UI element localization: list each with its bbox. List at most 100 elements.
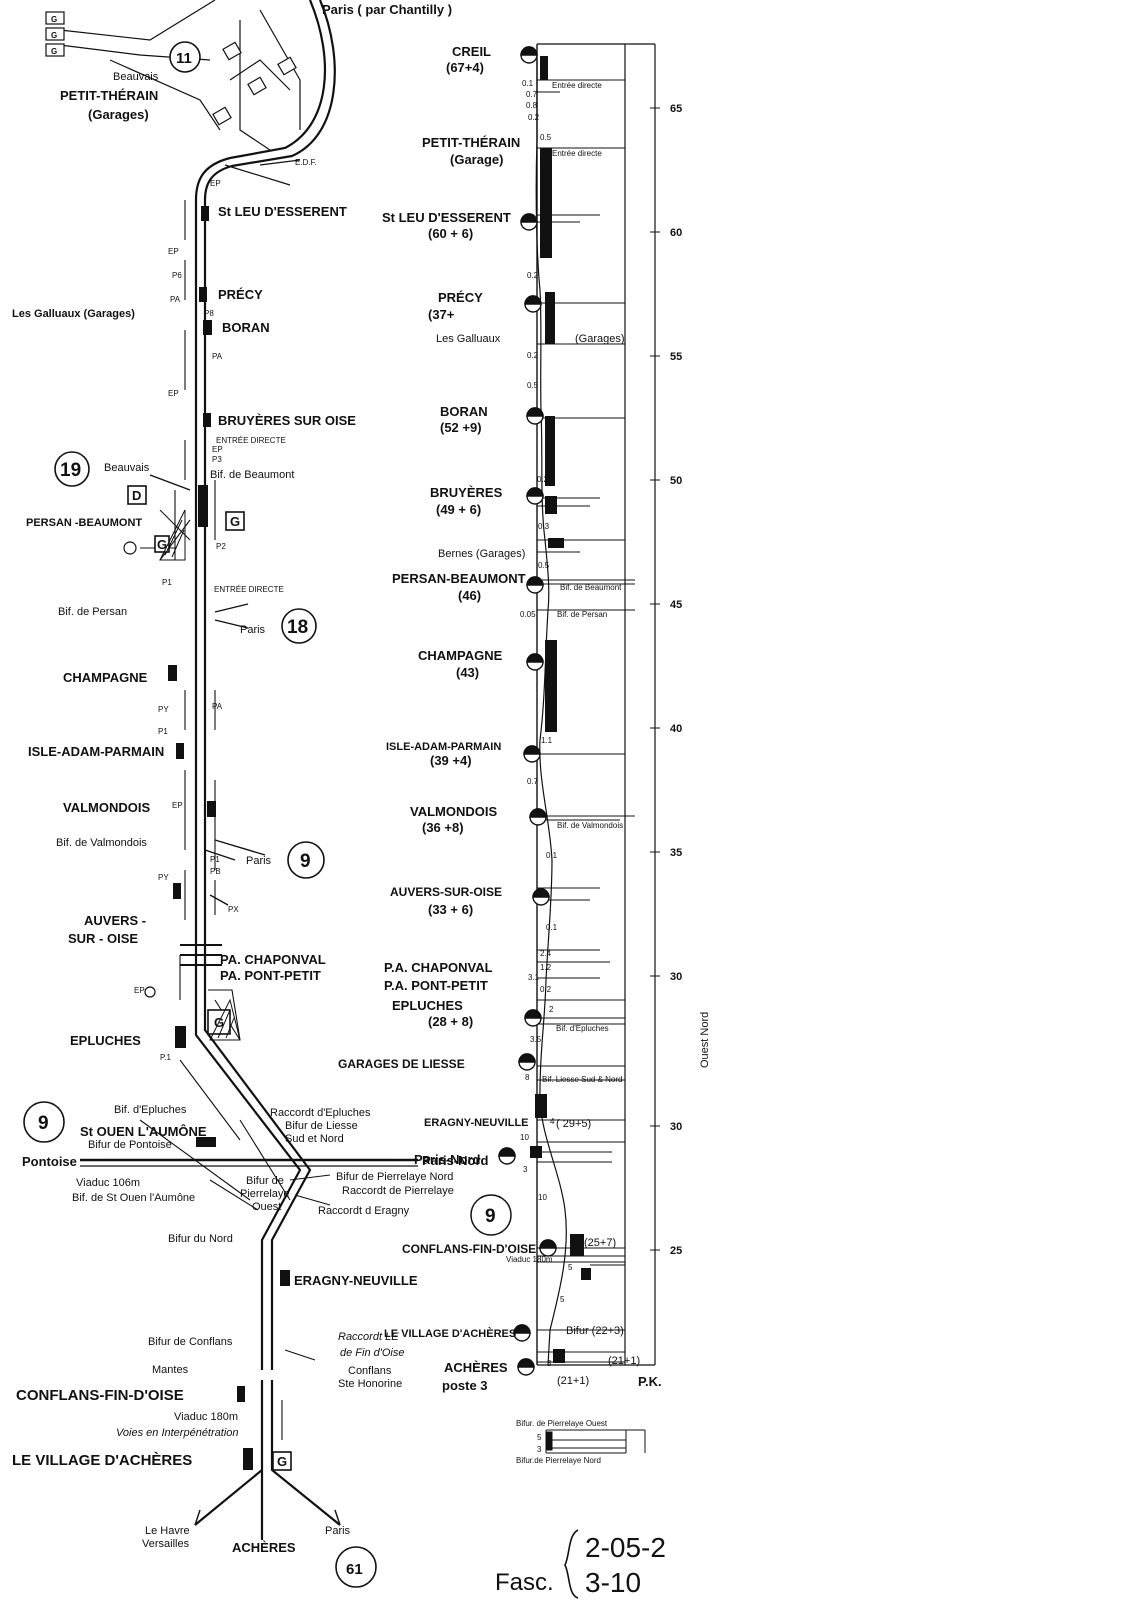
svg-text:Pierrelaye: Pierrelaye xyxy=(240,1188,290,1200)
svg-text:P6: P6 xyxy=(172,271,182,280)
circled-line-number-labels: 11 19 18 9 9 61 xyxy=(38,50,363,1578)
svg-text:3: 3 xyxy=(523,1165,528,1174)
svg-text:D: D xyxy=(132,488,141,503)
svg-text:0.5: 0.5 xyxy=(540,133,552,142)
svg-text:G: G xyxy=(277,1454,287,1469)
svg-text:(49 + 6): (49 + 6) xyxy=(436,502,481,517)
svg-text:(Garages): (Garages) xyxy=(575,333,625,345)
circle-11: 11 xyxy=(176,50,192,67)
svg-text:Versailles: Versailles xyxy=(142,1538,190,1550)
svg-text:P.K.: P.K. xyxy=(638,1374,662,1389)
hatched-areas xyxy=(159,509,241,1041)
fasc-code-bottom: 3-10 xyxy=(585,1567,641,1598)
svg-text:EP: EP xyxy=(212,445,223,454)
svg-text:Paris: Paris xyxy=(246,855,272,867)
svg-text:St LEU D'ESSERENT: St LEU D'ESSERENT xyxy=(218,204,347,219)
svg-text:Ouest: Ouest xyxy=(252,1201,281,1213)
inset-number-5: 5 xyxy=(537,1433,542,1442)
svg-text:EP: EP xyxy=(172,801,183,810)
svg-text:CONFLANS-FIN-D'OISE: CONFLANS-FIN-D'OISE xyxy=(402,1242,536,1256)
svg-text:Voies en Interpénétration: Voies en Interpénétration xyxy=(116,1427,239,1439)
svg-text:PETIT-THÉRAIN: PETIT-THÉRAIN xyxy=(422,135,520,150)
svg-text:Viaduc 106m: Viaduc 106m xyxy=(76,1177,140,1189)
svg-text:2.4: 2.4 xyxy=(540,949,552,958)
svg-text:0.3: 0.3 xyxy=(538,522,550,531)
svg-text:AUVERS-SUR-OISE: AUVERS-SUR-OISE xyxy=(390,885,502,899)
svg-text:Bif. de Valmondois: Bif. de Valmondois xyxy=(557,821,623,830)
profile-circle-9-label: 9 xyxy=(485,1206,496,1227)
svg-text:Bif. de Beaumont: Bif. de Beaumont xyxy=(560,583,622,592)
signal-codes: EP EP P6 PA P8 PA EP EP P3 P2 P1 PY PA P… xyxy=(134,179,239,1062)
svg-text:0.1: 0.1 xyxy=(546,923,558,932)
fasc-label: Fasc. xyxy=(495,1569,554,1596)
svg-text:Paris-Nord: Paris-Nord xyxy=(422,1153,489,1168)
svg-text:St OUEN L'AUMÔNE: St OUEN L'AUMÔNE xyxy=(80,1124,207,1139)
svg-text:1.2: 1.2 xyxy=(540,963,552,972)
svg-text:2: 2 xyxy=(549,1005,554,1014)
svg-text:PA: PA xyxy=(212,702,223,711)
profile-extra-labels: Entrée directe Entrée directe Les Gallua… xyxy=(436,81,711,1389)
svg-text:Bifur de Liesse: Bifur de Liesse xyxy=(285,1120,358,1132)
svg-text:25: 25 xyxy=(670,1245,682,1257)
creil-garages xyxy=(45,11,297,126)
svg-text:CREIL: CREIL xyxy=(452,44,491,59)
pk-scale-labels: 65 60 55 50 45 40 35 30 30 25 xyxy=(670,103,682,1257)
svg-text:Viaduc 180m: Viaduc 180m xyxy=(174,1411,238,1423)
svg-text:PERSAN-BEAUMONT: PERSAN-BEAUMONT xyxy=(392,571,526,586)
svg-text:VALMONDOIS: VALMONDOIS xyxy=(410,804,497,819)
svg-text:EP: EP xyxy=(134,986,145,995)
svg-text:( 29+5): ( 29+5) xyxy=(556,1118,591,1130)
svg-text:(39 +4): (39 +4) xyxy=(430,753,472,768)
svg-text:50: 50 xyxy=(670,475,682,487)
svg-text:0.7: 0.7 xyxy=(527,777,539,786)
svg-text:Bifur du Nord: Bifur du Nord xyxy=(168,1233,233,1245)
svg-text:Ouest Nord: Ouest Nord xyxy=(699,1012,711,1068)
svg-text:(28 + 8): (28 + 8) xyxy=(428,1014,473,1029)
svg-text:40: 40 xyxy=(670,723,682,735)
creil-garage-letters: G G G xyxy=(51,15,57,56)
svg-text:60: 60 xyxy=(670,227,682,239)
svg-text:P1: P1 xyxy=(162,578,172,587)
svg-text:Ste Honorine: Ste Honorine xyxy=(338,1378,402,1390)
svg-text:3.1: 3.1 xyxy=(528,973,540,982)
svg-text:0.1: 0.1 xyxy=(522,79,534,88)
svg-text:P1: P1 xyxy=(210,855,220,864)
svg-text:P.A. PONT-PETIT: P.A. PONT-PETIT xyxy=(384,978,488,993)
main-tracks xyxy=(80,0,418,1540)
svg-text:Bif. de St Ouen l'Aumône: Bif. de St Ouen l'Aumône xyxy=(72,1192,195,1204)
svg-text:4: 4 xyxy=(550,1117,555,1126)
svg-text:LE VILLAGE D'ACHÈRES: LE VILLAGE D'ACHÈRES xyxy=(12,1452,192,1469)
svg-text:Paris: Paris xyxy=(325,1525,351,1537)
svg-text:ENTRÉE DIRECTE: ENTRÉE DIRECTE xyxy=(216,436,286,445)
svg-text:Bifur de Pierrelaye Nord: Bifur de Pierrelaye Nord xyxy=(336,1171,453,1183)
svg-text:Raccordt d Eragny: Raccordt d Eragny xyxy=(318,1205,410,1217)
svg-text:ACHÈRES: ACHÈRES xyxy=(444,1360,508,1375)
svg-text:E.D.F.: E.D.F. xyxy=(295,158,317,167)
svg-text:Bernes (Garages): Bernes (Garages) xyxy=(438,548,525,560)
svg-text:0.05: 0.05 xyxy=(520,610,536,619)
svg-text:P3: P3 xyxy=(212,455,222,464)
svg-text:CHAMPAGNE: CHAMPAGNE xyxy=(63,670,148,685)
svg-text:G: G xyxy=(230,514,240,529)
svg-text:de Fin d'Oise: de Fin d'Oise xyxy=(340,1347,404,1359)
svg-text:0.5: 0.5 xyxy=(538,561,550,570)
inset-bottom-label: Bifur.de Pierrelaye Nord xyxy=(516,1456,601,1465)
svg-text:Bif. de Beaumont: Bif. de Beaumont xyxy=(210,469,294,481)
svg-text:Pontoise: Pontoise xyxy=(22,1154,77,1169)
svg-text:ERAGNY-NEUVILLE: ERAGNY-NEUVILLE xyxy=(294,1273,418,1288)
svg-text:(46): (46) xyxy=(458,588,481,603)
svg-text:PY: PY xyxy=(158,873,169,882)
inset-number-3: 3 xyxy=(537,1445,542,1454)
svg-text:G: G xyxy=(51,15,57,24)
svg-text:PA: PA xyxy=(212,352,223,361)
svg-text:8: 8 xyxy=(525,1073,530,1082)
svg-text:5: 5 xyxy=(560,1295,565,1304)
svg-text:Bif. d'Epluches: Bif. d'Epluches xyxy=(556,1024,609,1033)
svg-text:PERSAN -BEAUMONT: PERSAN -BEAUMONT xyxy=(26,517,142,529)
sidings xyxy=(139,200,331,1440)
svg-text:10: 10 xyxy=(538,1193,547,1202)
svg-text:PA. CHAPONVAL: PA. CHAPONVAL xyxy=(220,952,326,967)
svg-text:P.1: P.1 xyxy=(160,1053,172,1062)
left-labels: Beauvais PETIT-THÉRAIN (Garages) E.D.F. … xyxy=(12,71,481,1555)
svg-text:PA: PA xyxy=(170,295,181,304)
